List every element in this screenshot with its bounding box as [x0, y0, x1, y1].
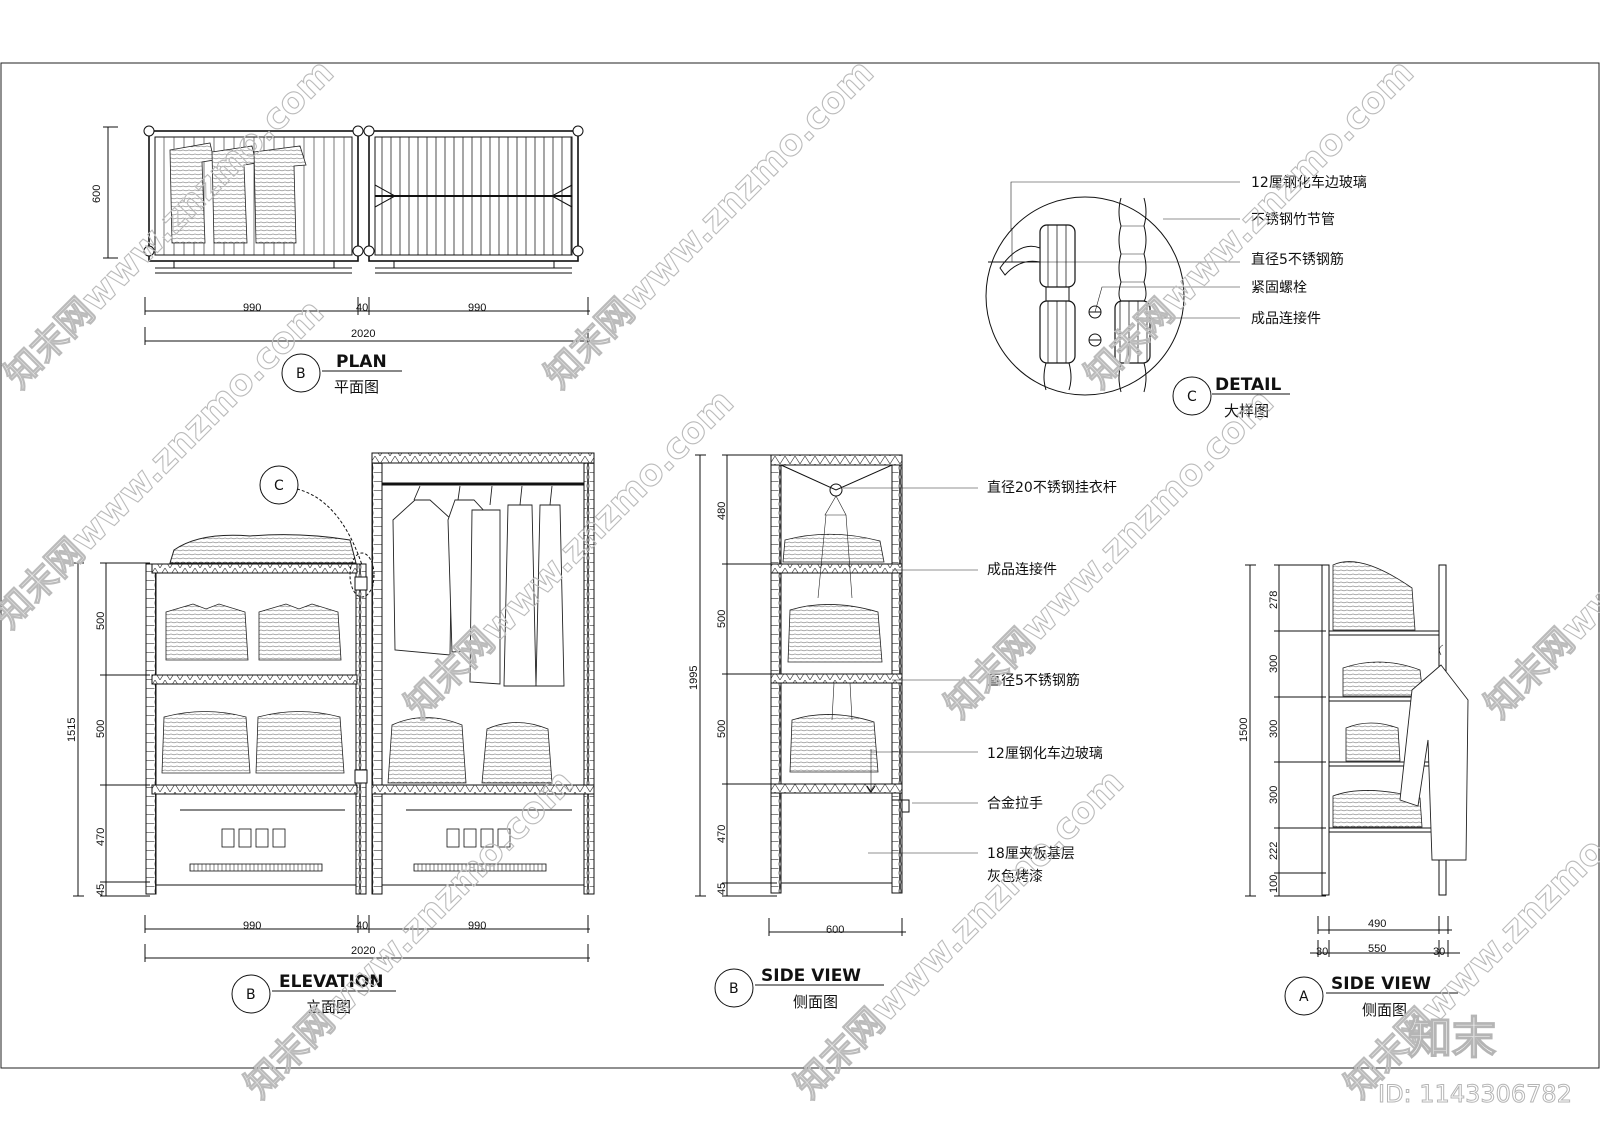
side-a-marker: A	[1299, 989, 1309, 1005]
side-a-dim-h5: 222	[1268, 842, 1280, 860]
side-b-note-paint: 灰色烤漆	[987, 868, 1043, 885]
watermark-text: 知末网www.znzmo.com	[537, 52, 881, 396]
side-b-title: SIDE VIEW	[761, 966, 861, 986]
detail-note-bolt: 紧固螺栓	[1251, 280, 1307, 296]
side-b-marker: B	[729, 981, 739, 997]
side-b-note-connector: 成品连接件	[987, 561, 1057, 578]
plan-corner-nodes	[143, 125, 584, 257]
side-b-note-rebar: 直径5不锈钢筋	[987, 672, 1080, 689]
side-a-jacket	[1399, 644, 1469, 861]
folded-shirts-plan	[169, 142, 307, 244]
plan-subtitle: 平面图	[334, 378, 379, 396]
side-a-dim-h3: 300	[1268, 720, 1280, 738]
side-view-b: 直径20不锈钢挂衣杆 成品连接件 直径5不锈钢筋 12厘钢化车边玻璃 合金拉手 …	[688, 454, 1117, 1011]
side-a-dim-side-r: 30	[1433, 946, 1445, 958]
hanging-garments	[392, 485, 565, 687]
watermark-text: 知末网www.znzmo.com	[937, 382, 1281, 726]
side-b-dim-width: 600	[826, 924, 844, 936]
brand-logo-text: 知末	[1408, 1013, 1496, 1064]
side-b-dim-h1: 480	[716, 502, 728, 520]
detail-marker: C	[1187, 389, 1197, 405]
detail-subtitle: 大样图	[1224, 402, 1269, 420]
folded-shirts-row1	[165, 603, 342, 661]
plan-dim-right: 990	[468, 302, 486, 314]
base-panel-decals	[189, 828, 547, 872]
plan-dim-left: 990	[243, 302, 261, 314]
side-a-dim-h1: 278	[1268, 591, 1280, 609]
side-b-subtitle: 侧面图	[793, 993, 838, 1011]
side-b-note-rod: 直径20不锈钢挂衣杆	[987, 479, 1117, 496]
side-a-dim-h4: 300	[1268, 786, 1280, 804]
side-a-dim-side-l: 30	[1316, 946, 1328, 958]
folded-right-stacks	[387, 717, 553, 784]
folded-sweaters-row2	[161, 711, 345, 774]
detail-note-rebar: 直径5不锈钢筋	[1251, 251, 1344, 268]
elevation-view: C 500 500 470 45 1515 990 40 990 2020 B …	[66, 452, 595, 1016]
detail-view: 12厘钢化车边玻璃 不锈钢竹节管 直径5不锈钢筋 紧固螺栓 成品连接件 C DE…	[985, 174, 1367, 420]
side-b-dim-h3: 500	[716, 720, 728, 738]
side-a-dim-total: 1500	[1238, 718, 1250, 742]
side-b-note-glass: 12厘钢化车边玻璃	[987, 745, 1103, 762]
side-a-dim-inner: 490	[1368, 918, 1386, 930]
side-b-garments	[782, 533, 885, 773]
elevation-marker: B	[246, 987, 256, 1003]
side-view-a: 278 300 300 300 222 100 1500 490 30 550 …	[1238, 561, 1469, 1019]
folded-stack-top	[169, 534, 357, 564]
sheet-frame	[0, 62, 1600, 1069]
elev-dim-w-total: 2020	[351, 945, 375, 957]
plan-dim-total: 2020	[351, 328, 375, 340]
side-a-subtitle: 侧面图	[1362, 1001, 1407, 1019]
detail-title: DETAIL	[1215, 375, 1281, 395]
side-a-dim-h6: 100	[1268, 875, 1280, 893]
plan-view: 600 990 40 990 2020 B PLAN 平面图	[91, 125, 590, 396]
side-b-dim-h2: 500	[716, 610, 728, 628]
side-a-title: SIDE VIEW	[1331, 974, 1431, 994]
elevation-callout: C	[274, 478, 284, 494]
elevation-subtitle: 立面图	[306, 998, 351, 1016]
detail-note-glass: 12厘钢化车边玻璃	[1251, 174, 1367, 191]
elev-dim-w-left: 990	[243, 920, 261, 932]
side-b-dim-total: 1995	[688, 666, 700, 690]
elev-dim-h1: 500	[95, 612, 107, 630]
watermark-text: 知末网www.znzmo.com	[1077, 52, 1421, 396]
side-a-dim-h2: 300	[1268, 655, 1280, 673]
elevation-title: ELEVATION	[279, 972, 384, 992]
side-a-dim-total-w: 550	[1368, 943, 1386, 955]
detail-note-connector: 成品连接件	[1251, 310, 1321, 327]
side-b-note-handle: 合金拉手	[987, 796, 1043, 812]
elev-dim-h2: 500	[95, 720, 107, 738]
elev-dim-w-right: 990	[468, 920, 486, 932]
side-b-dim-h4: 470	[716, 825, 728, 843]
side-b-dim-h5: 45	[716, 883, 728, 895]
elev-dim-h4: 45	[95, 884, 107, 896]
plan-dim-gap: 40	[356, 302, 368, 314]
watermark-text: 知末网www.znzmo.com	[1477, 382, 1600, 726]
detail-note-bamboo-pipe: 不锈钢竹节管	[1251, 212, 1335, 228]
plan-title: PLAN	[336, 352, 387, 372]
plan-marker-circle	[281, 353, 321, 393]
image-id: ID: 1143306782	[1378, 1080, 1572, 1108]
side-b-note-plywood: 18厘夹板基层	[987, 845, 1075, 862]
elev-dim-w-gap: 40	[356, 920, 368, 932]
elev-dim-h3: 470	[95, 828, 107, 846]
elev-dim-total: 1515	[66, 718, 78, 742]
plan-dim-depth: 600	[91, 185, 103, 203]
plan-marker: B	[296, 366, 306, 382]
